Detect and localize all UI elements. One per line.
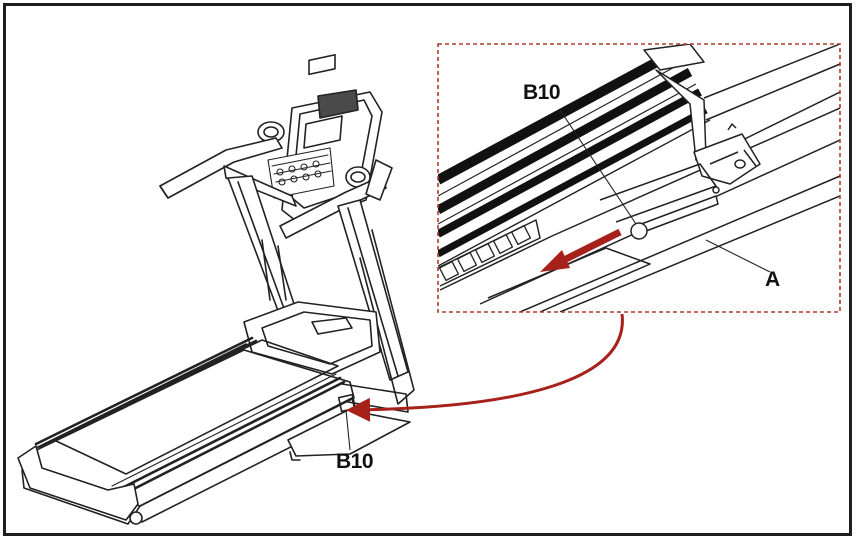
motor-hood <box>243 301 381 375</box>
console <box>257 53 383 225</box>
b10-detail-label: B10 <box>523 81 561 104</box>
rail-blocks <box>438 224 532 282</box>
deck <box>17 336 411 525</box>
arrow-left-down-icon <box>540 228 622 272</box>
figure-frame <box>3 3 852 536</box>
b10-leader-line <box>559 109 637 225</box>
detail-border <box>437 43 841 313</box>
a-frame-label: A <box>765 268 780 291</box>
detail-inset <box>437 43 841 313</box>
b10-main-label: B10 <box>336 450 374 473</box>
a-leader-line <box>705 239 771 273</box>
treadmill <box>17 53 415 525</box>
curved-arrow-icon <box>346 313 624 422</box>
handlebars <box>159 137 393 239</box>
console-keypad <box>267 147 335 199</box>
